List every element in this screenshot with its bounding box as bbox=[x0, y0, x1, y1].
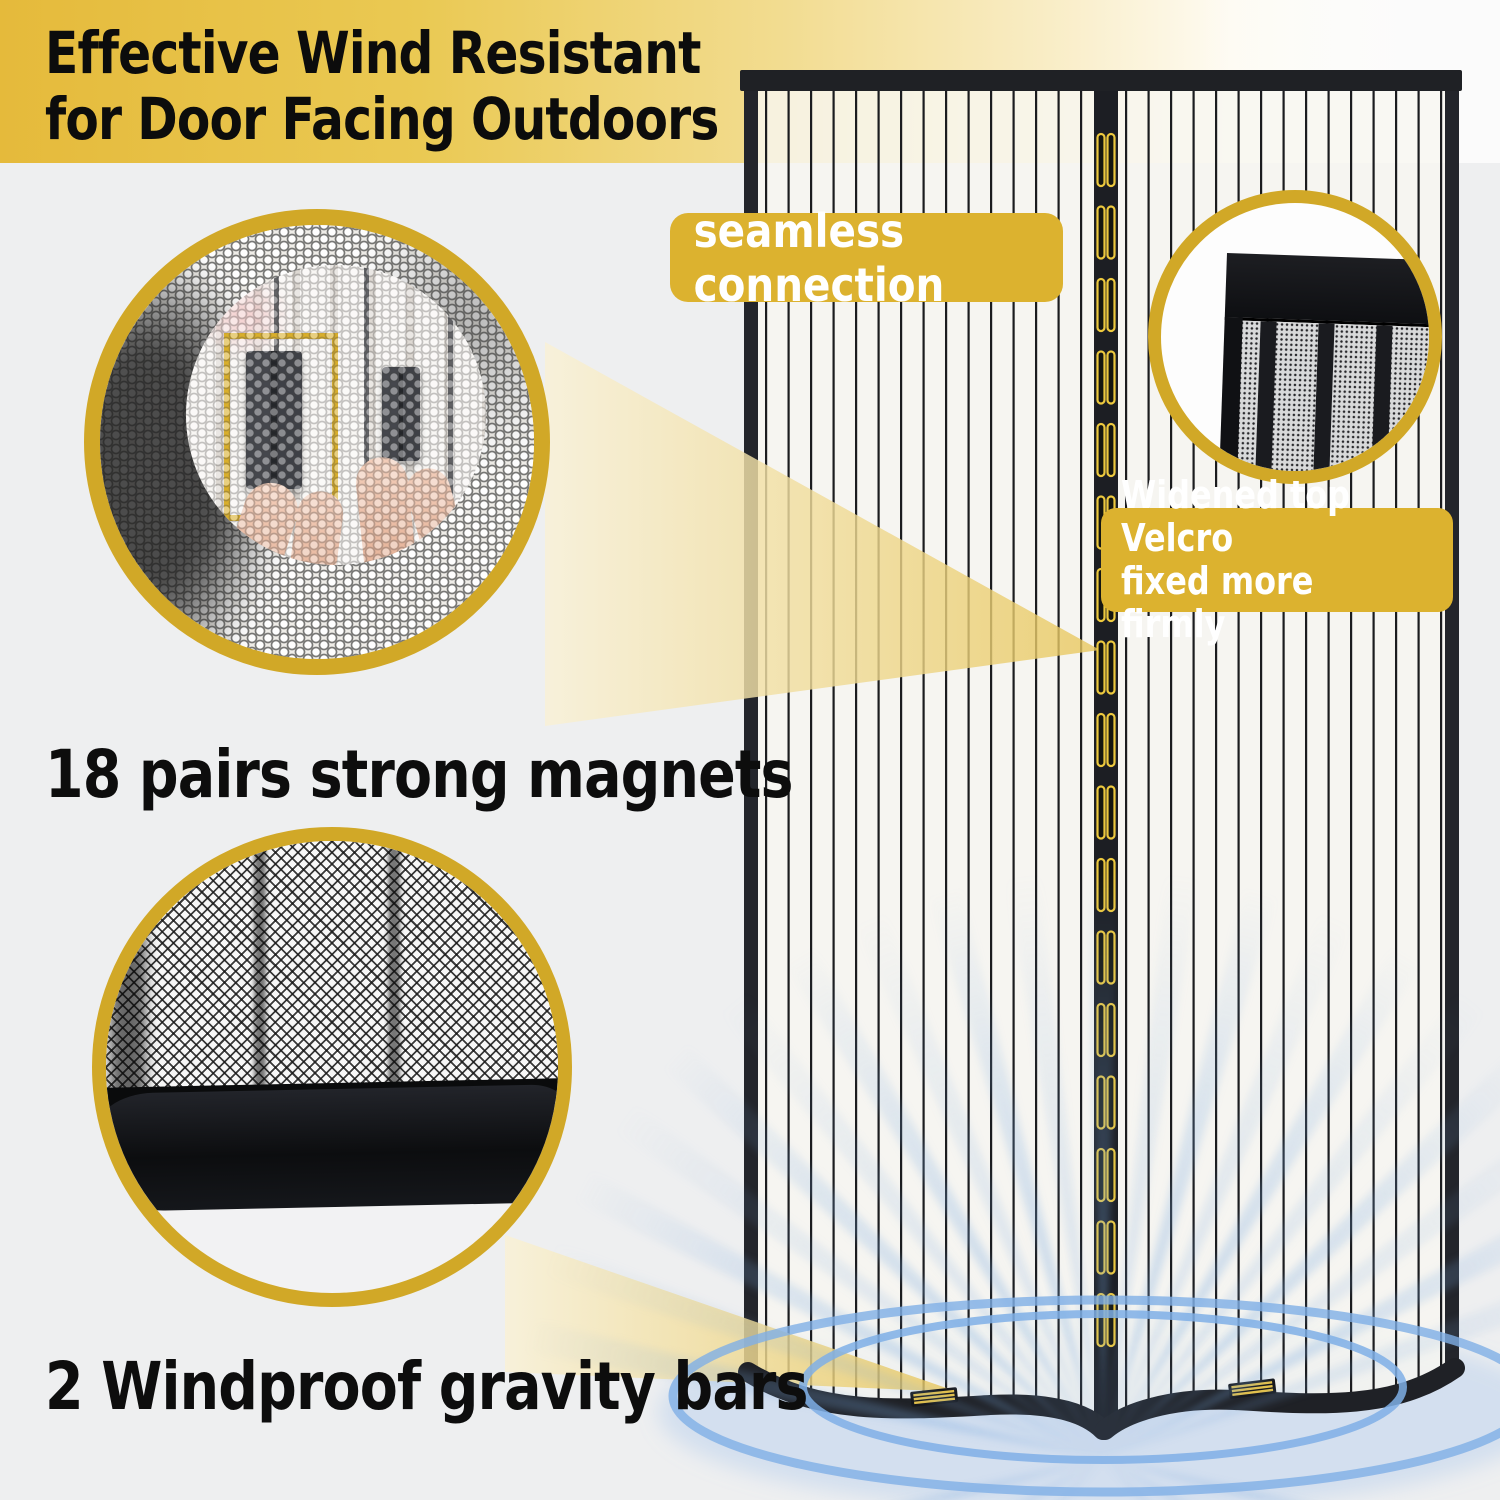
wind-ray bbox=[783, 945, 1103, 1458]
magnet-pair-marker bbox=[1106, 205, 1116, 260]
magnet-pair-marker bbox=[1106, 1292, 1116, 1348]
wind-ray bbox=[1103, 945, 1423, 1458]
wind-ray bbox=[1060, 1458, 1103, 1500]
gravity-bar-detail-photo bbox=[92, 827, 572, 1307]
gravity-label: 2 Windproof gravity bars bbox=[45, 1348, 808, 1425]
gravity-label-wrap: 2 Windproof gravity bars bbox=[45, 1348, 953, 1425]
velcro-label-line2: fixed more firmly bbox=[1121, 559, 1314, 646]
wind-ray bbox=[853, 910, 1103, 1458]
wind-ray bbox=[719, 989, 1103, 1458]
magnets-label-wrap: 18 pairs strong magnets bbox=[45, 736, 935, 813]
magnet-detail-photo bbox=[84, 209, 550, 675]
curtain-strip bbox=[448, 265, 453, 565]
top-velcro-bar bbox=[740, 70, 1462, 91]
wind-ray bbox=[1103, 1063, 1500, 1458]
wind-ray bbox=[1103, 1236, 1500, 1458]
magnet-pair-marker bbox=[1106, 422, 1116, 478]
mesh-edge-shadow bbox=[110, 841, 146, 1103]
magnet-photo-window bbox=[186, 265, 486, 565]
gravity-bar-pocket bbox=[106, 1084, 558, 1212]
wind-ray bbox=[1086, 868, 1120, 1458]
wind-ray bbox=[1103, 989, 1487, 1458]
finger bbox=[353, 454, 419, 565]
wind-ellipse-inner bbox=[799, 1310, 1407, 1464]
wind-ray bbox=[612, 1102, 1103, 1458]
seamless-connection-label: seamless connection bbox=[693, 203, 945, 312]
magnet-pair-marker bbox=[1106, 350, 1116, 405]
wind-ray bbox=[542, 1242, 1103, 1458]
magnet-pair-marker bbox=[1106, 785, 1116, 840]
wind-ray bbox=[1103, 910, 1353, 1458]
velcro-top-band bbox=[1224, 253, 1429, 326]
magnet-pair-marker bbox=[1096, 205, 1106, 260]
wind-ray bbox=[1103, 1158, 1500, 1458]
velcro-detail-photo bbox=[1148, 190, 1442, 484]
wind-rays bbox=[522, 868, 1500, 1500]
magnet-pair-marker bbox=[1096, 132, 1106, 188]
magnet-pair-near bbox=[246, 351, 302, 489]
wind-ray bbox=[522, 1319, 1103, 1458]
magnet-pair-marker bbox=[1096, 422, 1106, 478]
wind-ray bbox=[572, 1170, 1103, 1458]
magnet-pair-marker bbox=[1096, 277, 1106, 333]
wind-ray bbox=[1103, 1458, 1295, 1500]
headline-line2: for Door Facing Outdoors bbox=[45, 85, 719, 153]
magnet-pair-marker bbox=[1096, 785, 1106, 840]
headline: Effective Wind Resistant for Door Facing… bbox=[45, 20, 847, 152]
magnet-pair-marker bbox=[1106, 640, 1116, 695]
magnet-pair-marker bbox=[1106, 712, 1116, 768]
wind-ray bbox=[661, 1042, 1103, 1458]
magnet-pair-marker bbox=[1096, 712, 1106, 768]
velcro-badge: Widened top Velcro fixed more firmly bbox=[1101, 474, 1453, 646]
wind-ray bbox=[1103, 1302, 1500, 1458]
magnet-pair-marker bbox=[1106, 132, 1116, 188]
wind-ellipse-outer bbox=[668, 1295, 1500, 1497]
magnet-pair-marker bbox=[1096, 350, 1106, 405]
magnet-pair-far bbox=[382, 367, 420, 461]
headline-line1: Effective Wind Resistant bbox=[45, 19, 701, 87]
magnet-pair-marker bbox=[1106, 277, 1116, 333]
mesh-seam bbox=[254, 841, 266, 1103]
callout-beam-magnets bbox=[545, 342, 1100, 726]
velcro-label-line1: Widened top Velcro bbox=[1121, 473, 1351, 560]
curtain-corner bbox=[1218, 253, 1429, 471]
magnets-label: 18 pairs strong magnets bbox=[45, 736, 794, 813]
magnet-pair-marker bbox=[1096, 640, 1106, 695]
diamond-mesh bbox=[106, 841, 558, 1103]
seamless-connection-badge: seamless connection bbox=[670, 204, 1063, 312]
curtain-strip bbox=[364, 265, 369, 565]
mesh-seam bbox=[388, 841, 400, 1103]
